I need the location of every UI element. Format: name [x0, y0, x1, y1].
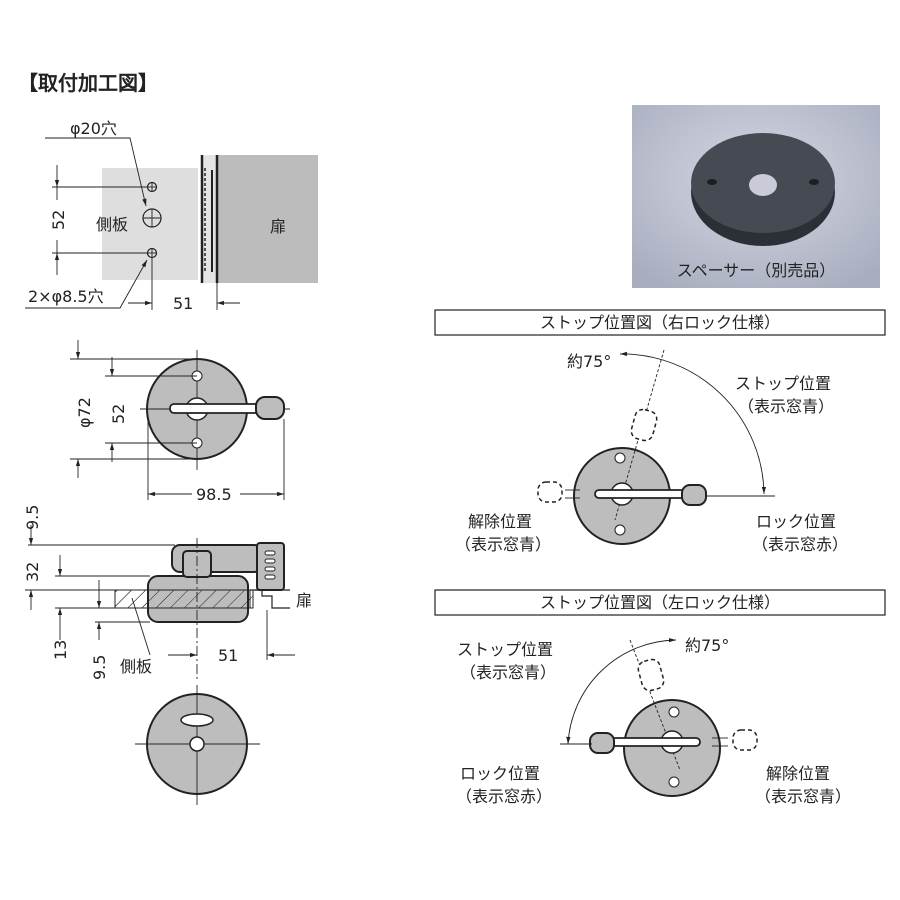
- dim-pitch: 52: [49, 210, 68, 230]
- right-lock-diagram: ストップ位置図（右ロック仕様） 約75° ストップ位置 （表示窓青） 解除位置 …: [434, 309, 886, 554]
- right-stop-label: ストップ位置: [735, 374, 831, 393]
- right-lock-sub: （表示窓赤）: [752, 535, 848, 554]
- dim-top: 9.5: [23, 505, 42, 530]
- left-stop-sub: （表示窓青）: [460, 663, 556, 682]
- left-stop-label: ストップ位置: [457, 640, 553, 659]
- dim-offset-2: 51: [218, 646, 238, 665]
- dim-bottom: 13: [51, 640, 70, 660]
- dim-below: 9.5: [90, 655, 109, 680]
- right-release-sub: （表示窓青）: [455, 535, 551, 554]
- door-label-2: 扉: [296, 591, 312, 610]
- dim-diameter: φ72: [75, 397, 94, 428]
- photo-caption: スペーサー（別売品）: [677, 261, 836, 280]
- right-stop-sub: （表示窓青）: [738, 397, 834, 416]
- left-lock-diagram: ストップ位置図（左ロック仕様） 約75° ストップ位置 （表示窓青） ロック位置…: [434, 589, 886, 806]
- left-lock-sub: （表示窓赤）: [456, 787, 552, 806]
- spacer-photo: スペーサー（別売品）: [632, 105, 880, 288]
- hole-large-label: φ20穴: [70, 119, 117, 138]
- right-lock-label: ロック位置: [756, 512, 836, 531]
- door-shape: [218, 155, 318, 283]
- bottom-view-drawing: [135, 685, 260, 805]
- section-title: 【取付加工図】: [18, 71, 158, 95]
- side-panel-label: 側板: [96, 215, 128, 234]
- right-release-label: 解除位置: [468, 512, 532, 531]
- left-lock-label: ロック位置: [460, 764, 540, 783]
- left-release-sub: （表示窓青）: [755, 787, 851, 806]
- right-lock-title: ストップ位置図（右ロック仕様）: [540, 313, 780, 332]
- hole-icon: [142, 181, 162, 259]
- top-view-drawing: φ72 52 98.5: [70, 340, 290, 504]
- side-view-drawing: 9.5 32 13 9.5 側板 扉 51: [23, 505, 312, 680]
- right-angle: 約75°: [567, 352, 611, 371]
- dim-height: 32: [23, 562, 42, 582]
- side-panel-label-2: 側板: [120, 657, 152, 676]
- hole-small-label: 2×φ8.5穴: [28, 287, 104, 306]
- left-lock-title: ストップ位置図（左ロック仕様）: [540, 593, 780, 612]
- dim-pitch-top: 52: [109, 404, 128, 424]
- dim-length: 98.5: [196, 485, 232, 504]
- left-angle: 約75°: [685, 636, 729, 655]
- dim-offset: 51: [173, 294, 193, 313]
- door-label: 扉: [270, 217, 286, 236]
- mounting-drawing: 52 φ20穴 2×φ8.5穴 側板 扉 51: [25, 119, 318, 313]
- left-release-label: 解除位置: [766, 764, 830, 783]
